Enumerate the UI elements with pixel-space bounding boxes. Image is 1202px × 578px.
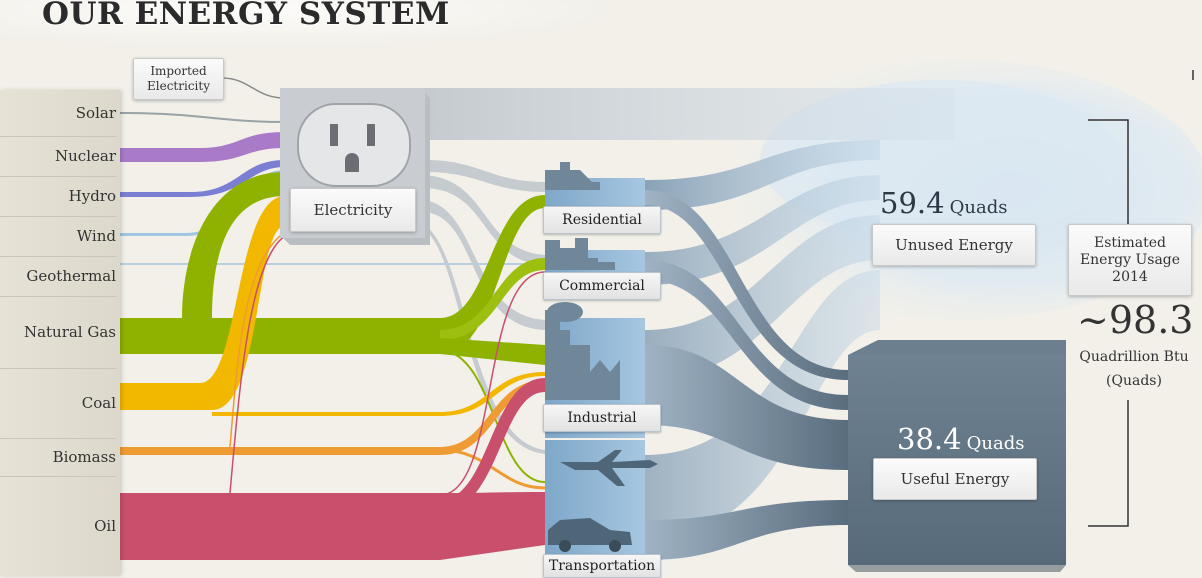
unused-energy-value: 59.4 <box>880 186 945 220</box>
natural-gas-to-commercial-flow <box>440 258 545 340</box>
estimate-bracket-top <box>1088 119 1129 226</box>
sectors-to-unused-flow-1 <box>645 140 880 210</box>
nuclear-flow <box>120 132 285 162</box>
electricity-label[interactable]: Electricity <box>290 188 416 232</box>
useful-energy-quantity: 38.4 Quads <box>897 422 1025 456</box>
source-hydro[interactable]: Hydro <box>0 176 116 217</box>
sectors-to-useful-flow-2 <box>645 260 848 410</box>
outlet-slot-left-icon <box>330 124 338 146</box>
car-wheel-icon <box>559 540 571 552</box>
sector-commercial[interactable]: Commercial <box>543 272 661 300</box>
title-shade <box>0 0 620 48</box>
outlet-ground-icon <box>345 153 359 172</box>
electricity-to-transport-flow <box>425 225 545 454</box>
electricity-to-commercial-flow <box>425 175 545 265</box>
sources-column: Solar Nuclear Hydro Wind Geothermal Natu… <box>0 90 120 576</box>
natural-gas-main-flow <box>120 195 545 354</box>
electricity-to-industrial-flow <box>425 200 545 330</box>
sectors-to-useful-flow-3 <box>645 345 848 470</box>
source-natural-gas[interactable]: Natural Gas <box>0 296 116 369</box>
useful-energy-label[interactable]: Useful Energy <box>873 458 1037 500</box>
biomass-to-electricity-flow <box>229 231 286 448</box>
unused-energy-label[interactable]: Unused Energy <box>872 224 1036 266</box>
imported-electricity-connector <box>221 77 286 99</box>
natural-gas-to-industrial-flow <box>440 338 545 365</box>
source-solar[interactable]: Solar <box>0 90 116 137</box>
buildings-icon <box>545 238 615 270</box>
sector-transportation[interactable]: Transportation <box>543 554 661 578</box>
source-geothermal[interactable]: Geothermal <box>0 256 116 297</box>
outlet-slot-right-icon <box>367 124 375 146</box>
useful-energy-unit: Quads <box>966 433 1025 454</box>
factory-icon <box>545 310 620 400</box>
estimated-total: ~98.3 <box>1077 298 1194 342</box>
estimate-bracket-bottom <box>1088 400 1129 527</box>
source-coal[interactable]: Coal <box>0 368 116 439</box>
estimated-unit-line2: (Quads) <box>1106 373 1162 389</box>
car-wheel-icon <box>609 540 621 552</box>
sectors-to-unused-flow-2 <box>645 175 880 285</box>
electricity-loss-flow <box>420 88 955 140</box>
page-title: OUR ENERGY SYSTEM <box>42 0 450 32</box>
source-biomass[interactable]: Biomass <box>0 438 116 477</box>
sectors-to-useful-flow-4 <box>645 500 848 560</box>
estimated-unit-line1: Quadrillion Btu <box>1079 349 1189 365</box>
imported-electricity-label[interactable]: Imported Electricity <box>133 58 224 100</box>
source-oil[interactable]: Oil <box>94 517 116 535</box>
source-wind[interactable]: Wind <box>0 216 116 257</box>
estimated-usage-label[interactable]: Estimated Energy Usage 2014 <box>1068 224 1192 296</box>
airplane-icon <box>560 450 658 486</box>
oil-to-industrial-flow <box>440 378 545 512</box>
unused-energy-unit: Quads <box>949 197 1008 218</box>
useful-energy-value: 38.4 <box>897 422 962 456</box>
natural-gas-to-electricity-flow <box>182 172 285 318</box>
coal-to-electricity-flow <box>182 196 285 410</box>
sector-industrial[interactable]: Industrial <box>543 404 661 432</box>
oil-main-flow <box>120 492 545 560</box>
coal-base-flow <box>120 383 212 410</box>
oil-to-electricity-flow <box>229 235 286 494</box>
unused-energy-quantity: 59.4 Quads <box>880 186 1008 220</box>
factory-smoke-icon <box>547 302 583 322</box>
sector-residential[interactable]: Residential <box>543 206 661 234</box>
oil-to-commercial-flow <box>439 271 546 496</box>
sectors-to-unused-flow-3 <box>645 215 880 380</box>
solar-flow <box>119 112 286 123</box>
useful-energy-box-shadow <box>848 565 1066 572</box>
biomass-flow <box>120 380 545 455</box>
car-icon <box>548 518 632 545</box>
biomass-to-transport-flow <box>439 448 546 490</box>
useful-energy-box-top <box>848 340 1066 355</box>
electricity-to-residential-flow <box>425 160 545 192</box>
house-icon <box>545 162 600 190</box>
source-nuclear[interactable]: Nuclear <box>0 136 116 177</box>
outlet-icon <box>297 103 411 187</box>
hydro-flow <box>120 160 285 197</box>
